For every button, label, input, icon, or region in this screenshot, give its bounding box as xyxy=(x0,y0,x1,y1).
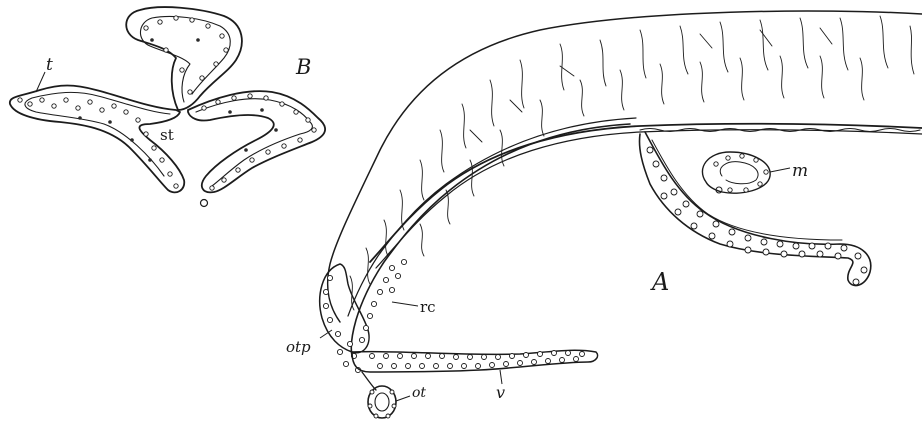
a-label-m: m xyxy=(792,161,808,181)
a-manubrium-cells xyxy=(647,147,867,285)
panel-letter-a: A xyxy=(650,268,669,296)
a-label-rc: rc xyxy=(420,298,436,316)
b-label-t: t xyxy=(46,55,53,75)
b-right-arm xyxy=(188,91,325,192)
a-otocyst-inner xyxy=(375,393,389,411)
a-velum-cells xyxy=(370,351,585,369)
a-label-ot: ot xyxy=(412,385,426,401)
a-bell-inner xyxy=(370,124,922,262)
a-rc-cells xyxy=(359,259,406,342)
a-mesentery-leader xyxy=(770,168,790,172)
a-mesentery-inner xyxy=(720,162,758,184)
b-cell-nuclei xyxy=(18,16,316,190)
b-left-arm xyxy=(10,86,184,193)
panel-b: t st B xyxy=(10,7,325,206)
a-mesentery-section xyxy=(702,152,770,193)
b-label-st: st xyxy=(160,126,174,144)
a-label-otp: otp xyxy=(286,338,311,356)
a-radial-canal-2 xyxy=(348,118,636,316)
b-upper-lobe-inner xyxy=(140,16,230,102)
b-mouth-opening xyxy=(201,200,208,207)
panel-a: m A rc otp ot v xyxy=(286,11,922,418)
a-bell-outer xyxy=(328,11,922,322)
b-upper-lobe xyxy=(126,7,242,110)
a-rc-leader xyxy=(392,302,418,306)
panel-letter-b: B xyxy=(295,55,311,79)
a-label-v: v xyxy=(496,383,505,402)
a-otocyst-stalk xyxy=(362,372,376,390)
a-ot-leader xyxy=(396,396,410,401)
a-mesogloea-fibers xyxy=(350,16,914,310)
a-v-leader xyxy=(500,370,502,384)
a-manubrium xyxy=(639,132,870,286)
